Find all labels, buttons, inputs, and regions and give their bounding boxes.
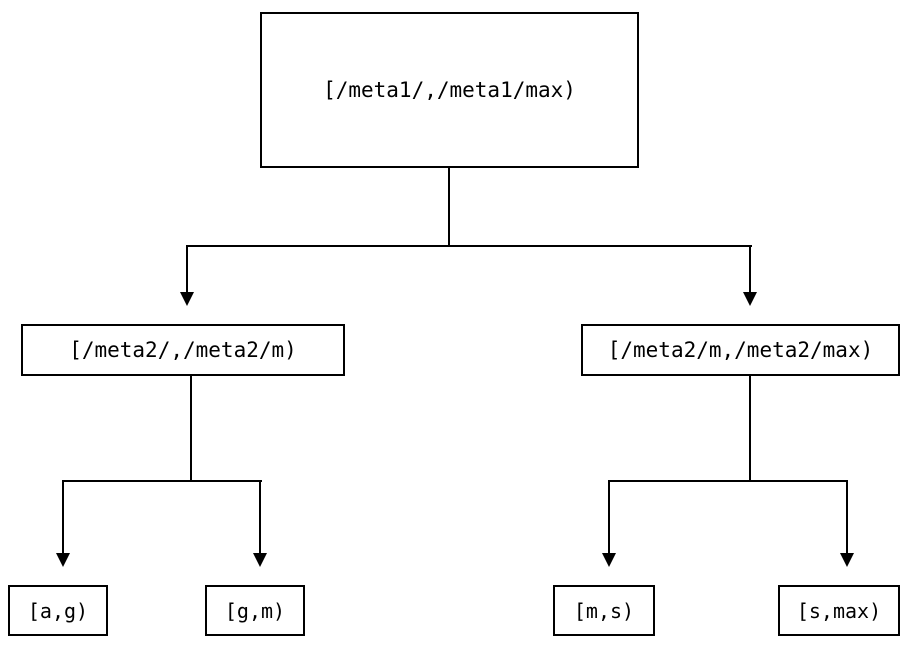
edge-mid-right-to-leaf-ms-drop bbox=[608, 480, 610, 554]
node-root-label: [/meta1/,/meta1/max) bbox=[323, 77, 576, 102]
node-mid-right[interactable]: [/meta2/m,/meta2/max) bbox=[581, 324, 900, 376]
edge-mid-left-to-leaf-ag-drop bbox=[62, 480, 64, 554]
arrowhead-mid-right-to-leaf-ms bbox=[602, 553, 616, 567]
edge-mid-right-stem bbox=[749, 376, 751, 481]
node-leaf-ms-label: [m,s) bbox=[573, 598, 635, 623]
edge-root-stem bbox=[448, 168, 450, 247]
node-root[interactable]: [/meta1/,/meta1/max) bbox=[260, 12, 639, 168]
node-mid-left-label: [/meta2/,/meta2/m) bbox=[69, 337, 297, 362]
arrowhead-mid-left-to-leaf-ag bbox=[56, 553, 70, 567]
edge-mid-right-bus bbox=[609, 480, 848, 482]
node-leaf-gm-label: [g,m) bbox=[224, 598, 286, 623]
node-mid-left[interactable]: [/meta2/,/meta2/m) bbox=[21, 324, 345, 376]
edge-mid-left-bus bbox=[63, 480, 262, 482]
edge-root-to-mid-right-drop bbox=[749, 245, 751, 293]
edge-mid-left-to-leaf-gm-drop bbox=[259, 480, 261, 554]
node-leaf-ag[interactable]: [a,g) bbox=[8, 585, 108, 636]
arrowhead-root-to-mid-right bbox=[743, 292, 757, 306]
edge-mid-right-to-leaf-smax-drop bbox=[846, 480, 848, 554]
edge-root-to-mid-left-drop bbox=[186, 245, 188, 293]
arrowhead-root-to-mid-left bbox=[180, 292, 194, 306]
edge-mid-left-stem bbox=[190, 376, 192, 481]
edge-root-bus bbox=[187, 245, 752, 247]
arrowhead-mid-right-to-leaf-smax bbox=[840, 553, 854, 567]
node-mid-right-label: [/meta2/m,/meta2/max) bbox=[607, 337, 874, 362]
node-leaf-gm[interactable]: [g,m) bbox=[205, 585, 305, 636]
node-leaf-ag-label: [a,g) bbox=[27, 598, 89, 623]
node-leaf-smax[interactable]: [s,max) bbox=[778, 585, 900, 636]
node-leaf-smax-label: [s,max) bbox=[796, 598, 882, 623]
arrowhead-mid-left-to-leaf-gm bbox=[253, 553, 267, 567]
node-leaf-ms[interactable]: [m,s) bbox=[553, 585, 655, 636]
